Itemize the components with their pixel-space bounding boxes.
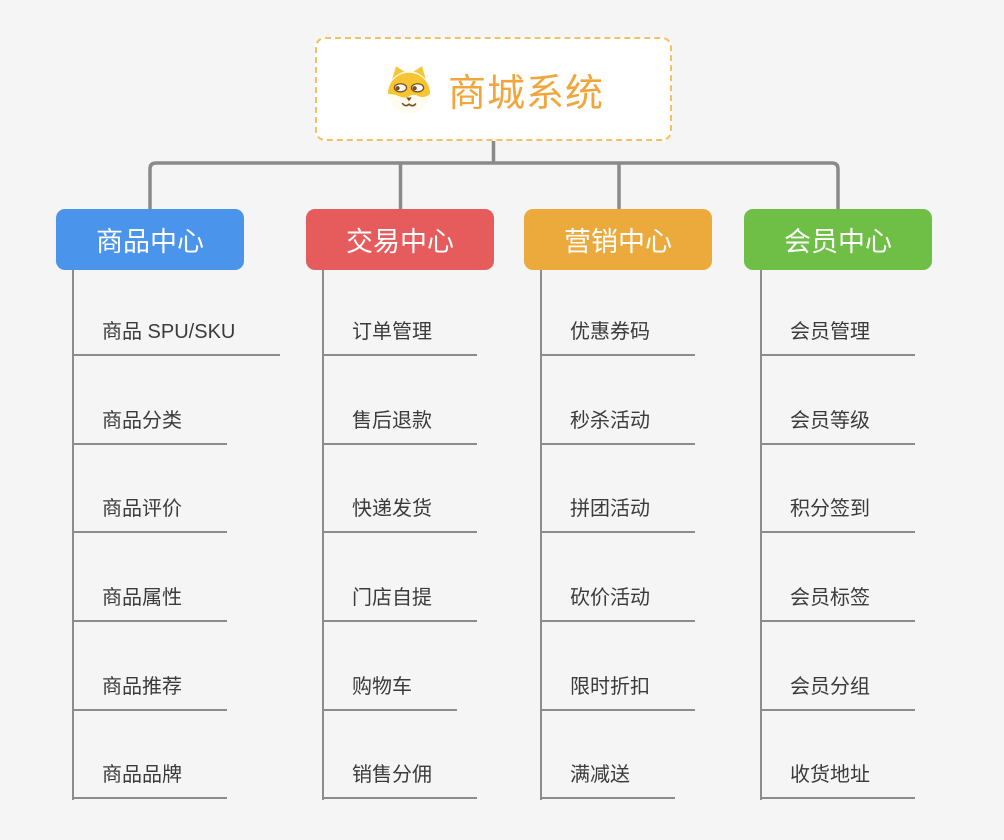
branch-label: 营销中心	[564, 227, 672, 257]
branch-node[interactable]: 商品中心	[56, 209, 244, 270]
branch-node[interactable]: 会员中心	[744, 209, 932, 270]
child-topic[interactable]: 积分签到	[760, 495, 915, 534]
branch-label: 交易中心	[346, 227, 454, 257]
child-topic[interactable]: 商品品牌	[72, 761, 227, 800]
root-node[interactable]: 商城系统	[315, 37, 672, 141]
child-topic[interactable]: 限时折扣	[540, 673, 695, 711]
branch-label: 会员中心	[784, 227, 892, 257]
child-topic[interactable]: 会员标签	[760, 584, 915, 623]
branch-node[interactable]: 营销中心	[524, 209, 712, 270]
child-topic[interactable]: 购物车	[322, 673, 457, 711]
child-topic[interactable]: 商品 SPU/SKU	[72, 318, 281, 356]
branch-children: 商品 SPU/SKU 商品分类商品评价商品属性商品推荐商品品牌	[72, 270, 281, 801]
child-topic[interactable]: 满减送	[540, 761, 675, 800]
branch-label: 商品中心	[96, 227, 204, 257]
child-topic[interactable]: 砍价活动	[540, 584, 695, 623]
child-topic[interactable]: 商品推荐	[72, 673, 227, 711]
child-topic[interactable]: 销售分佣	[322, 761, 477, 800]
child-topic[interactable]: 拼团活动	[540, 495, 695, 534]
child-topic[interactable]: 快递发货	[322, 495, 477, 534]
branch-column: 商品中心 商品 SPU/SKU 商品分类商品评价商品属性商品推荐商品品牌	[56, 209, 281, 801]
child-topic[interactable]: 门店自提	[322, 584, 477, 623]
child-topic[interactable]: 商品评价	[72, 495, 227, 534]
branch-children: 会员管理会员等级积分签到会员标签会员分组收货地址	[760, 270, 915, 801]
child-topic[interactable]: 收货地址	[760, 761, 915, 800]
branch-column: 会员中心 会员管理会员等级积分签到会员标签会员分组收货地址	[744, 209, 932, 801]
branch-node[interactable]: 交易中心	[306, 209, 494, 270]
child-topic[interactable]: 售后退款	[322, 407, 477, 445]
child-topic[interactable]: 优惠券码	[540, 318, 695, 356]
branch-column: 交易中心 订单管理售后退款快递发货门店自提购物车销售分佣	[306, 209, 494, 801]
child-topic[interactable]: 会员分组	[760, 673, 915, 711]
child-topic[interactable]: 商品属性	[72, 584, 227, 623]
root-title: 商城系统	[447, 72, 604, 115]
dog-face-icon	[383, 63, 435, 115]
child-topic[interactable]: 会员等级	[760, 407, 915, 445]
child-topic[interactable]: 秒杀活动	[540, 407, 695, 445]
branch-children: 优惠券码秒杀活动拼团活动砍价活动限时折扣满减送	[540, 270, 695, 801]
child-topic[interactable]: 商品分类	[72, 407, 227, 445]
child-topic[interactable]: 会员管理	[760, 318, 915, 356]
branch-children: 订单管理售后退款快递发货门店自提购物车销售分佣	[322, 270, 477, 801]
child-topic[interactable]: 订单管理	[322, 318, 477, 356]
branch-column: 营销中心 优惠券码秒杀活动拼团活动砍价活动限时折扣满减送	[524, 209, 712, 801]
